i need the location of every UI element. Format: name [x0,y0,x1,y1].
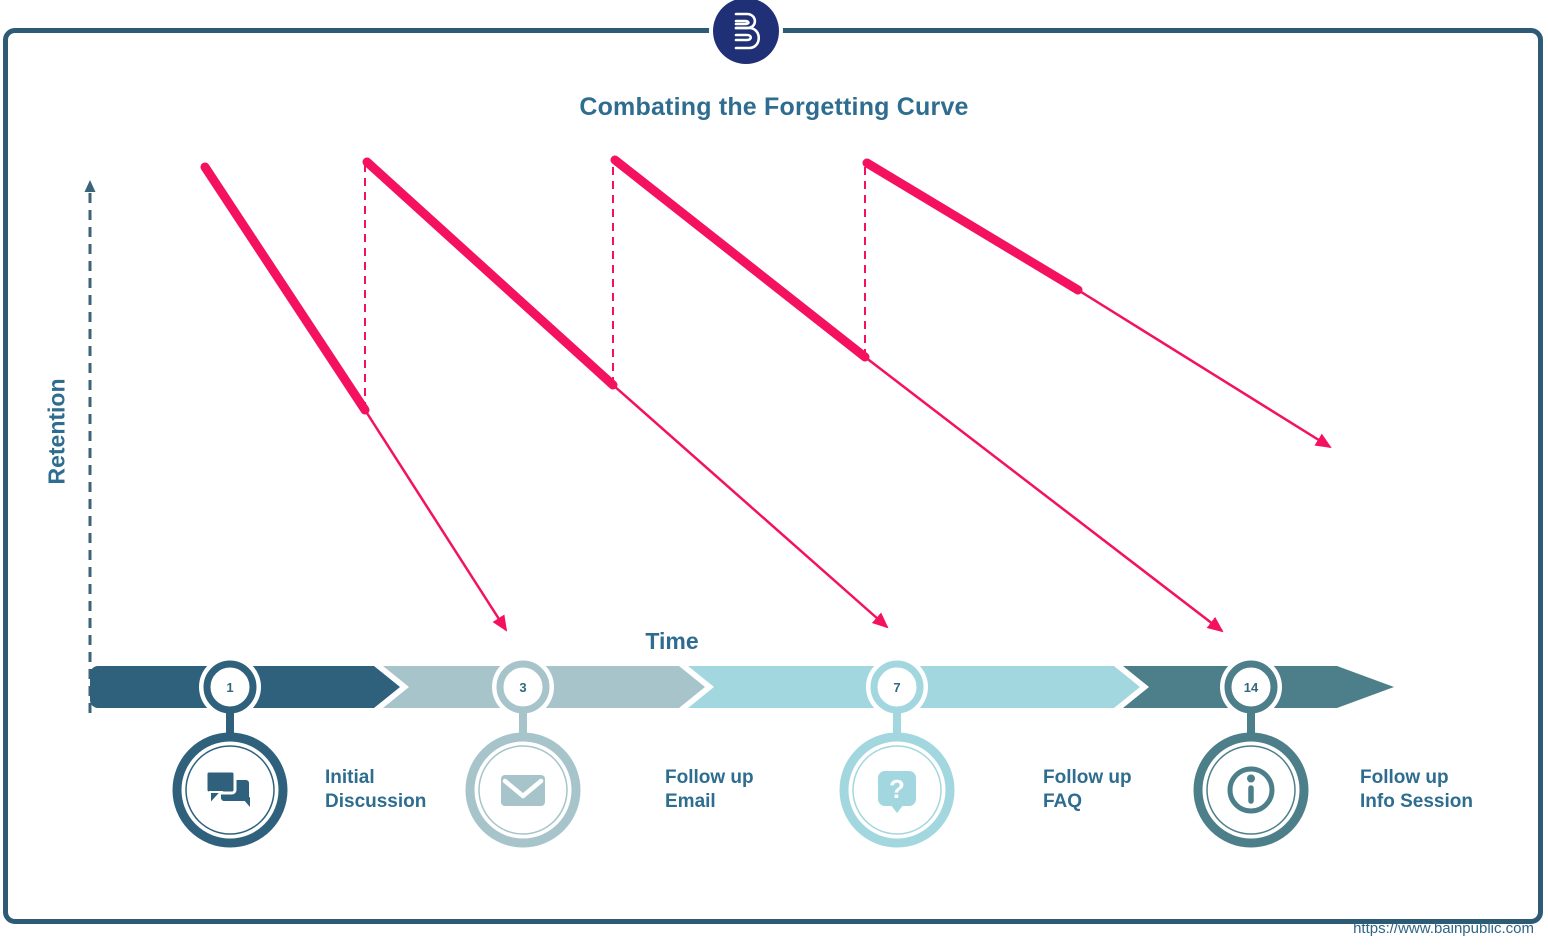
milestone-1-number: 1 [226,680,233,695]
milestone-3-label-line2: FAQ [1043,791,1083,812]
icon-circle-4-inner-ring [1206,745,1296,835]
icon-circle-3-inner-ring [852,745,942,835]
icon-circle-2-inner-ring [478,745,568,835]
decay-projection-arrow [1077,288,1332,449]
milestone-3-number: 7 [893,680,900,695]
milestone-markers: 1 3 7 14 [199,656,1282,718]
timeline-bar [90,666,1394,708]
milestone-stems [226,710,1255,738]
milestone-2-label: Follow up Email [665,766,754,814]
stem-4 [1247,710,1255,738]
website-url[interactable]: https://www.bainpublic.com [1353,920,1534,937]
x-axis-label: Time [645,628,699,654]
milestone-4-label: Follow up Info Session [1360,766,1473,814]
stem-2 [519,710,527,738]
milestone-3-label: Follow up FAQ [1043,766,1132,814]
stem-1 [226,710,234,738]
milestone-2-number: 3 [519,680,526,695]
retention-decay-curve [610,155,870,362]
retention-decay-curve [200,162,370,415]
chat-icon [204,769,250,807]
milestone-icon-circles: ? [172,732,1309,848]
forgetting-curves [200,155,1332,633]
logo-b-glyph [734,12,761,50]
milestone-2-label-line2: Email [665,791,716,812]
page-title: Combating the Forgetting Curve [579,93,969,121]
retention-decay-curve [862,158,1083,295]
milestone-1-label-line2: Discussion [325,791,427,812]
y-axis-label: Retention [43,378,70,485]
email-icon [501,775,545,806]
icon-circle-1-inner-ring [185,745,275,835]
milestone-3-label-line1: Follow up [1043,767,1132,788]
milestone-4-label-line1: Follow up [1360,767,1449,788]
question-icon: ? [878,771,916,813]
decay-projection-arrow [363,409,508,632]
decay-projection-arrow [612,384,889,629]
question-glyph: ? [889,774,905,804]
milestone-4-label-line2: Info Session [1360,791,1473,812]
milestone-1-label-line1: Initial [325,767,375,788]
milestone-1-label: Initial Discussion [325,766,426,814]
milestone-4-number: 14 [1244,680,1259,695]
decay-projection-arrow [864,356,1224,633]
bainpublic-logo [713,0,779,64]
stem-3 [893,710,901,738]
retention-decay-curve [362,157,618,390]
info-icon [1227,766,1275,814]
milestone-2-label-line1: Follow up [665,767,754,788]
